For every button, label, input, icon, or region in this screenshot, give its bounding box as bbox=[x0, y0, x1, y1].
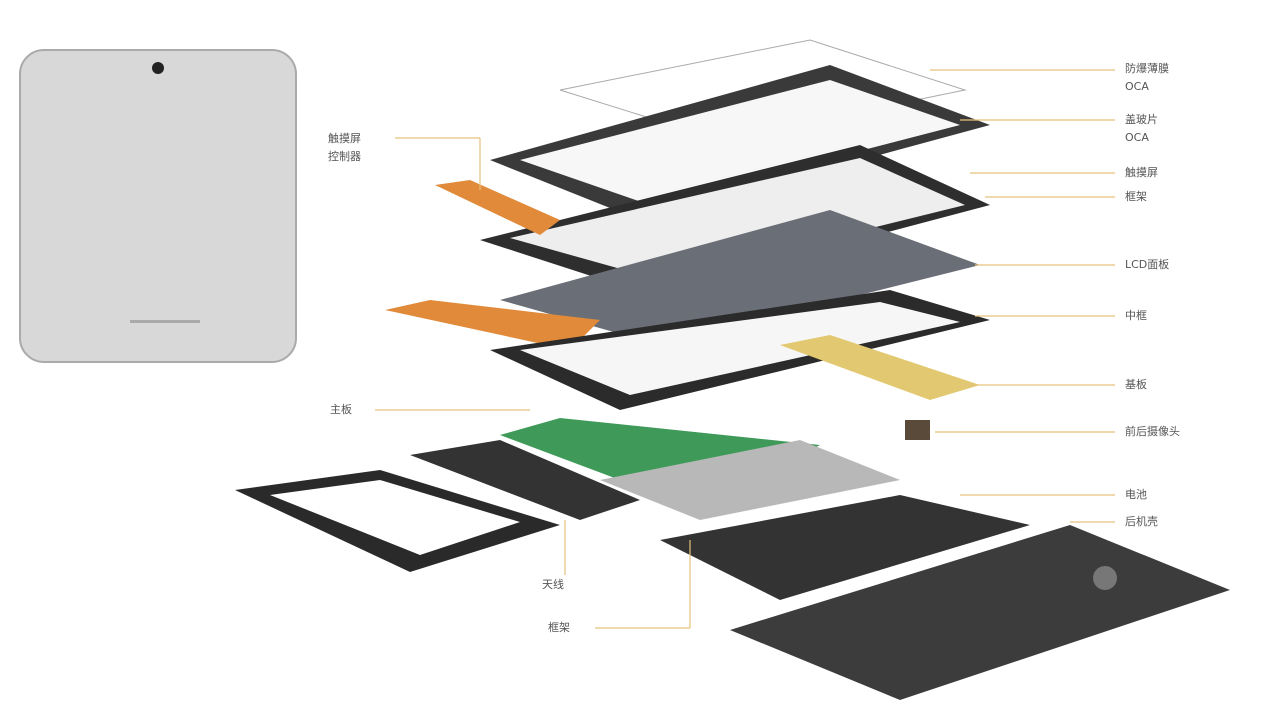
label-battery: 电池 bbox=[1125, 488, 1147, 501]
leader-lines bbox=[375, 69, 1115, 629]
label-touch-controller: 触摸屏控制器 bbox=[328, 130, 361, 166]
antenna-frame bbox=[410, 440, 640, 520]
label-cover-glass: 盖玻片 OCA bbox=[1125, 111, 1158, 147]
camera-module bbox=[905, 420, 930, 440]
label-frame: 框架 bbox=[1125, 190, 1147, 203]
battery-tray bbox=[600, 440, 900, 520]
label-line: 触摸屏 bbox=[328, 132, 361, 145]
label-main-board: 主板 bbox=[330, 403, 352, 416]
label-touch-panel: 触摸屏 bbox=[1125, 166, 1158, 179]
label-substrate: 基板 bbox=[1125, 378, 1147, 391]
substrate bbox=[780, 335, 980, 400]
label-line: OCA bbox=[1125, 131, 1149, 144]
device-back-view bbox=[19, 49, 297, 363]
label-lcd: LCD面板 bbox=[1125, 258, 1170, 271]
label-protective-film: 防爆薄膜 OCA bbox=[1125, 60, 1169, 96]
label-antenna: 天线 bbox=[542, 578, 564, 591]
camera-hole bbox=[152, 62, 164, 74]
touch-flex-cable bbox=[435, 180, 560, 235]
label-camera: 前后摄像头 bbox=[1125, 425, 1180, 438]
label-back-cover: 后机壳 bbox=[1125, 515, 1158, 528]
rear-camera bbox=[1093, 566, 1117, 590]
label-line: 控制器 bbox=[328, 150, 361, 163]
label-mid-frame: 中框 bbox=[1125, 309, 1147, 322]
lcd-flex-cable bbox=[385, 300, 600, 350]
battery bbox=[660, 495, 1030, 600]
label-line: 防爆薄膜 bbox=[1125, 62, 1169, 75]
label-line: 盖玻片 bbox=[1125, 113, 1158, 126]
lcd-panel bbox=[500, 210, 980, 345]
label-line: OCA bbox=[1125, 80, 1149, 93]
speaker-slot bbox=[130, 320, 200, 323]
label-bottom-frame: 框架 bbox=[548, 621, 570, 634]
